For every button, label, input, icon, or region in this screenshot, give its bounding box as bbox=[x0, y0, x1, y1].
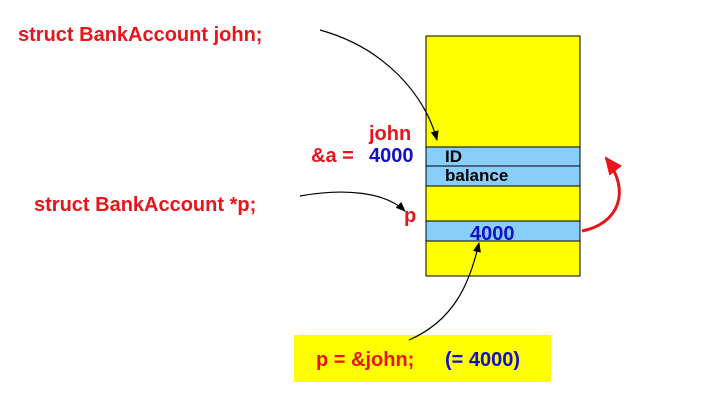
curved-arrow bbox=[408, 242, 481, 341]
field-balance-label: balance bbox=[445, 166, 508, 185]
john-label: john bbox=[368, 123, 411, 145]
address-value: 4000 bbox=[369, 145, 414, 167]
curved-arrow bbox=[299, 191, 406, 212]
declare-john-label: struct BankAccount john; bbox=[18, 24, 262, 46]
address-label: &a = bbox=[311, 145, 354, 167]
field-balance-cell bbox=[425, 165, 581, 187]
curved-arrow bbox=[319, 29, 439, 141]
assign-value-note: (= 4000) bbox=[445, 349, 520, 371]
red-curved-arrow bbox=[581, 156, 623, 233]
assignment-box bbox=[294, 335, 551, 382]
field-id-label: ID bbox=[445, 147, 462, 166]
assign-statement: p = &john; bbox=[316, 349, 414, 371]
declare-p-label: struct BankAccount *p; bbox=[34, 194, 256, 216]
p-value: 4000 bbox=[470, 223, 515, 245]
pointer-p-cell bbox=[425, 220, 581, 242]
p-label: p bbox=[404, 205, 416, 227]
